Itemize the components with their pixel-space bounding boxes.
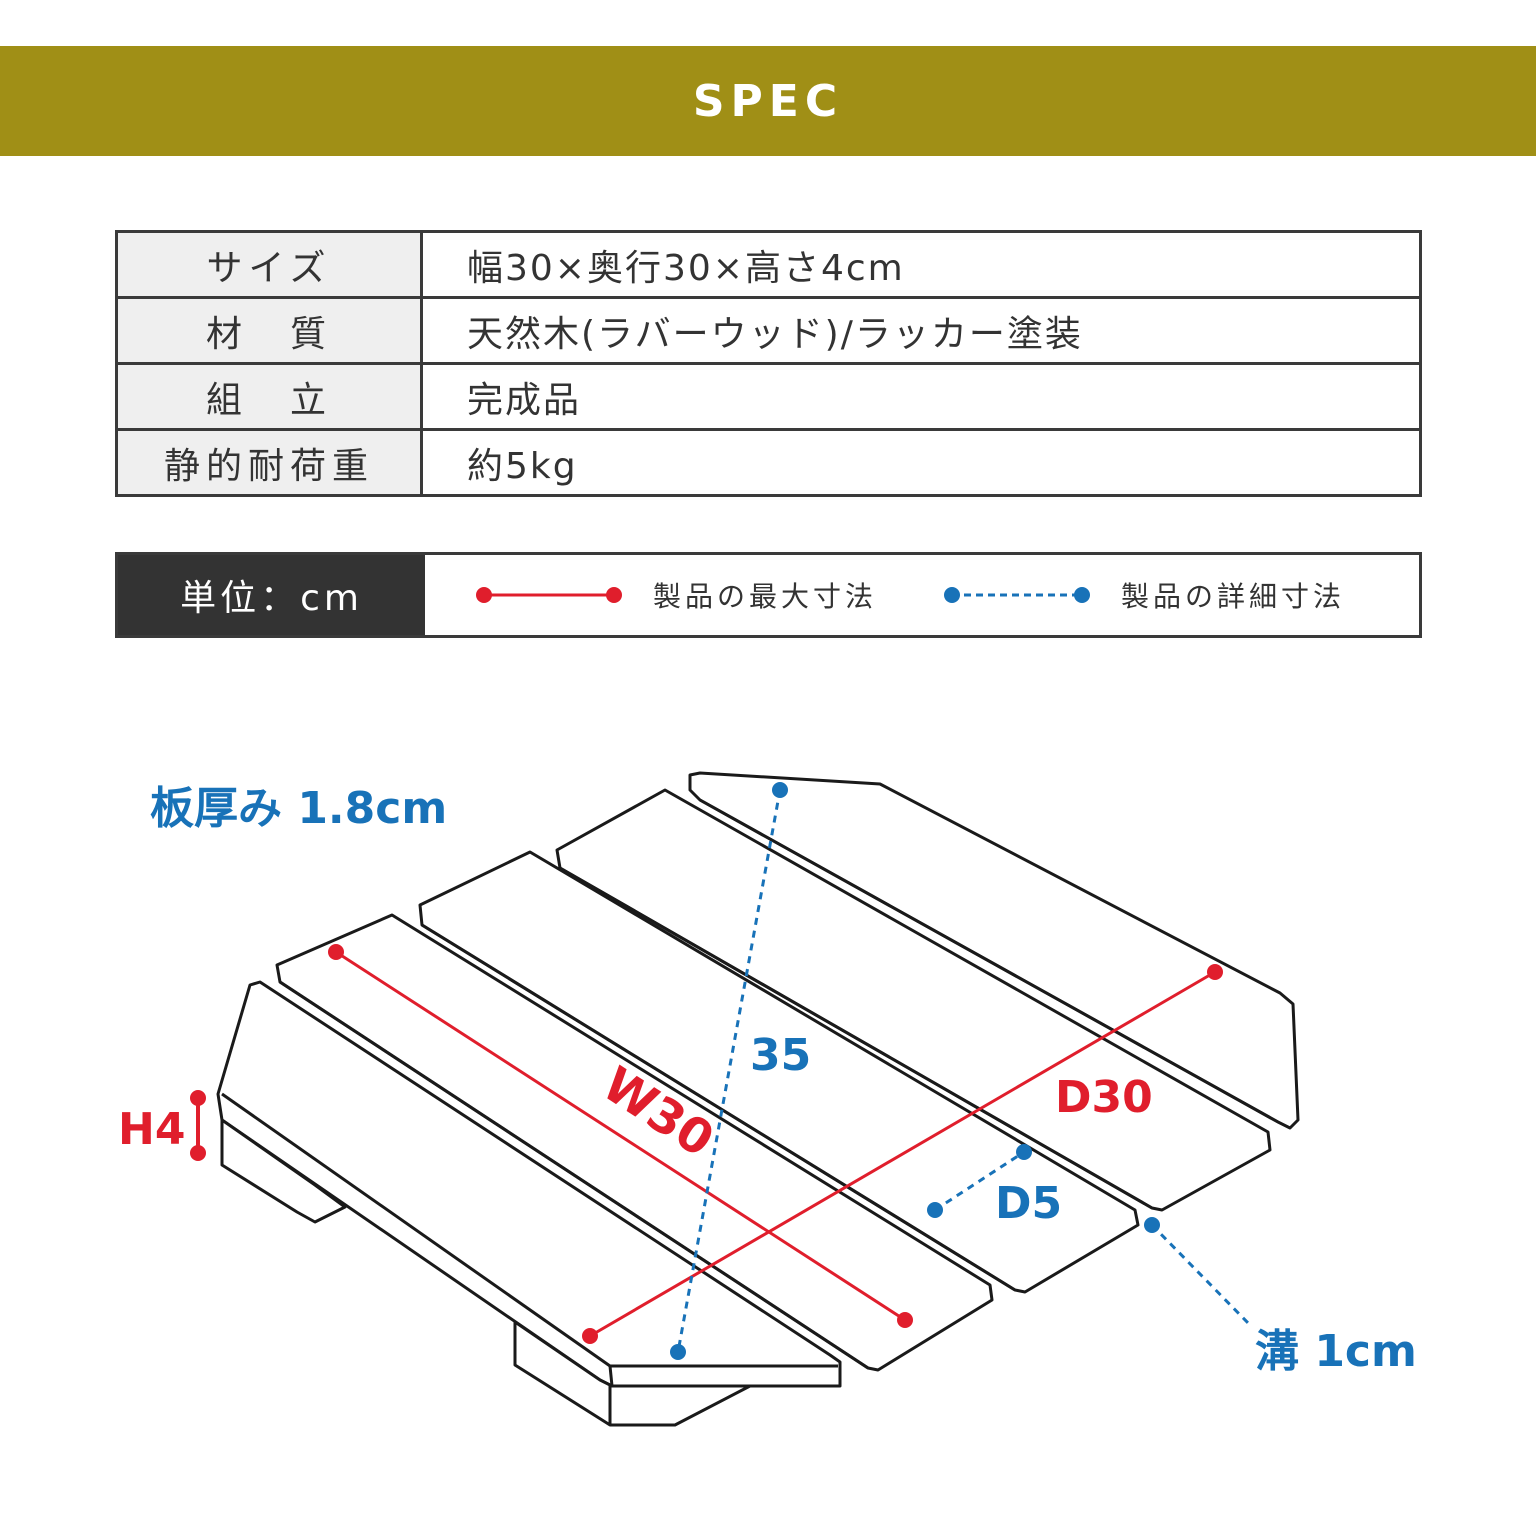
spec-value-material: 天然木(ラバーウッド)/ラッカー塗装 xyxy=(420,296,1422,365)
legend-max-label: 製品の最大寸法 xyxy=(653,580,878,613)
unit-legend: 単位：cm 製品の最大寸法 製品の詳細寸法 xyxy=(115,552,1422,638)
spec-value-load: 約5kg xyxy=(420,428,1422,497)
legend-detail-label: 製品の詳細寸法 xyxy=(1121,580,1346,613)
legend-max-dimension: 製品の最大寸法 xyxy=(469,575,877,615)
spec-label-load: 静的耐荷重 xyxy=(115,428,423,497)
spec-value-assembly: 完成品 xyxy=(420,362,1422,431)
spec-label-assembly: 組 立 xyxy=(115,362,423,431)
board-illustration xyxy=(216,771,1300,1427)
depth-label: D30 xyxy=(1055,1072,1153,1123)
spec-label-size: サイズ xyxy=(115,230,423,299)
table-row: 静的耐荷重 約5kg xyxy=(115,428,1422,497)
detail-dimension-lines xyxy=(670,782,1252,1360)
diagonal-label: 35 xyxy=(750,1030,811,1081)
max-dimension-lines xyxy=(190,944,1223,1344)
thickness-label: 板厚み 1.8cm xyxy=(150,783,447,834)
slat-depth-label: D5 xyxy=(995,1178,1062,1229)
spec-title: SPEC xyxy=(692,75,844,127)
spec-table: サイズ 幅30×奥行30×高さ4cm 材 質 天然木(ラバーウッド)/ラッカー塗… xyxy=(115,230,1422,497)
table-row: 組 立 完成品 xyxy=(115,362,1422,431)
spec-label-material: 材 質 xyxy=(115,296,423,365)
spec-value-size: 幅30×奥行30×高さ4cm xyxy=(420,230,1422,299)
height-label: H4 xyxy=(118,1104,185,1155)
spec-header: SPEC xyxy=(0,46,1536,156)
gap-label: 溝 1cm xyxy=(1255,1326,1417,1377)
unit-label: 単位：cm xyxy=(118,555,425,635)
table-row: サイズ 幅30×奥行30×高さ4cm xyxy=(115,230,1422,299)
table-row: 材 質 天然木(ラバーウッド)/ラッカー塗装 xyxy=(115,296,1422,365)
dotted-line-icon xyxy=(944,587,1091,603)
solid-line-icon xyxy=(476,587,622,603)
legend-detail-dimension: 製品の詳細寸法 xyxy=(937,575,1345,615)
